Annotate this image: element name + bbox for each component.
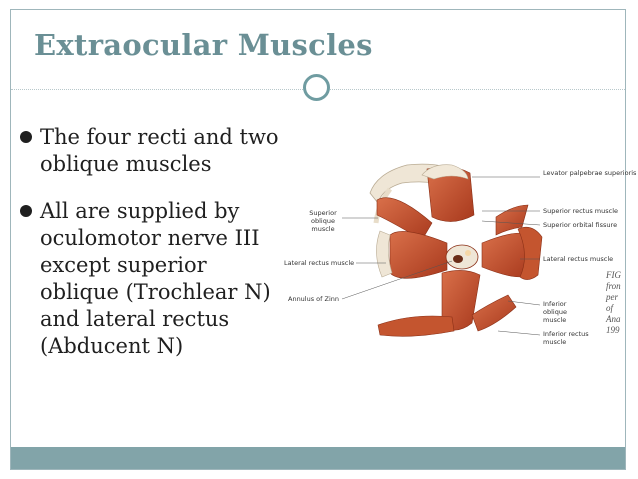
caption-fragment: fron	[606, 281, 621, 291]
label-superior-rectus: Superior rectus muscle	[543, 207, 619, 215]
bullet-text: All are supplied by oculomotor nerve III…	[40, 199, 271, 358]
label-superior-oblique: Superior oblique muscle	[309, 209, 337, 233]
slide-frame	[10, 9, 626, 470]
caption-fragment: per	[606, 292, 618, 302]
circle-ornament-icon	[303, 74, 330, 101]
muscle-illustration	[341, 163, 543, 337]
bullet-dot-icon	[20, 131, 32, 143]
caption-fragment: 199	[606, 325, 620, 335]
label-inferior-rectus: Inferior rectus muscle	[543, 330, 589, 346]
caption-fragment: Ana	[606, 314, 621, 324]
extraocular-muscles-figure: Levator palpebrae superioris muscle Supe…	[282, 145, 638, 360]
label-levator: Levator palpebrae superioris muscle	[543, 169, 638, 177]
footer-bar	[11, 447, 625, 469]
bullet-list: The four recti and two oblique muscles A…	[20, 124, 280, 380]
label-lateral-rectus-right: Lateral rectus muscle	[543, 255, 614, 263]
bullet-item: The four recti and two oblique muscles	[20, 124, 280, 178]
bullet-text: The four recti and two oblique muscles	[40, 125, 279, 176]
bullet-dot-icon	[20, 205, 32, 217]
caption-fragment: FIG	[606, 270, 621, 280]
slide-title: Extraocular Muscles	[34, 28, 373, 62]
label-lateral-rectus-left: Lateral rectus muscle	[284, 259, 355, 267]
label-superior-orbital-fissure: Superior orbital fissure	[543, 221, 618, 229]
bullet-item: All are supplied by oculomotor nerve III…	[20, 198, 280, 360]
label-annulus-of-zinn: Annulus of Zinn	[288, 295, 340, 303]
label-inferior-oblique: Inferior oblique muscle	[543, 300, 567, 324]
caption-fragment: of	[606, 303, 614, 313]
